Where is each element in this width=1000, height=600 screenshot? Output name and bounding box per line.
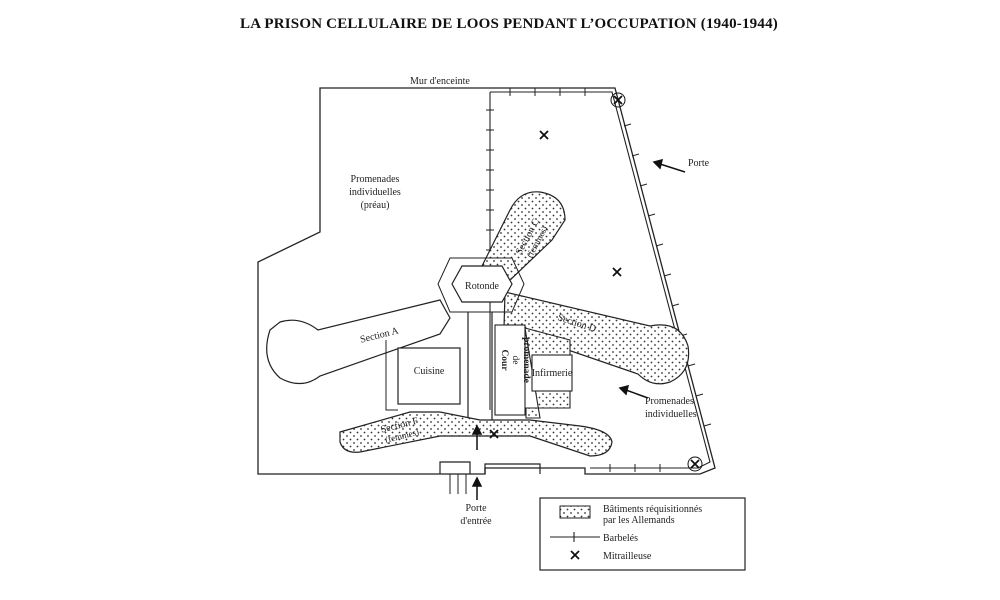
entrance-gate-posts <box>449 474 467 494</box>
rotunda-ring <box>437 257 525 313</box>
arrow-icons <box>471 158 686 500</box>
entrance-label-2: d'entrée <box>460 516 492 527</box>
section-a-wing <box>266 299 451 385</box>
legend-requisitioned-label-2: par les Allemands <box>603 515 675 526</box>
section-c-wing <box>479 191 566 283</box>
legend-machine-gun-icon <box>570 550 580 560</box>
corner-tower-se <box>687 456 703 472</box>
legend-requisitioned-label-1: Bâtiments réquisitionnés <box>603 504 702 515</box>
gate-label: Porte <box>688 158 710 169</box>
section-d-wing <box>503 291 690 385</box>
corner-tower-ne <box>610 92 626 108</box>
rotunda <box>451 265 513 303</box>
legend-requisitioned-swatch <box>559 505 591 519</box>
map-title: LA PRISON CELLULAIRE DE LOOS PENDANT L’O… <box>240 16 778 32</box>
yard-label-1: Cour <box>499 349 509 371</box>
right-yards-label-1: Promenades <box>645 396 694 407</box>
left-yards-label-3: (préau) <box>361 200 390 211</box>
machine-gun-icons <box>489 95 700 469</box>
legend-machine-gun-label: Mitrailleuse <box>603 551 652 562</box>
enclosure-wall <box>257 87 716 475</box>
left-yards-label-2: individuelles <box>349 187 401 198</box>
entrance-buildings <box>439 461 541 474</box>
legend: Bâtiments réquisitionnés par les Alleman… <box>539 497 746 571</box>
left-yards-label-1: Promenades <box>351 174 400 185</box>
promenade-yard <box>494 324 526 416</box>
prison-plan: Mur d'enceinte Promenades individuelles … <box>257 76 746 571</box>
right-yards-label-2: individuelles <box>645 409 697 420</box>
map-page: LA PRISON CELLULAIRE DE LOOS PENDANT L’O… <box>240 0 778 600</box>
yard-label-3: promenade <box>521 337 531 383</box>
rotunda-label: Rotonde <box>465 281 499 292</box>
central-corridor <box>467 312 493 420</box>
entrance-label-1: Porte <box>465 503 487 514</box>
kitchen-building <box>397 347 461 405</box>
enclosure-wall-label: Mur d'enceinte <box>410 76 470 87</box>
yard-label-2: de <box>510 356 520 365</box>
infirmary-label: Infirmerie <box>532 368 573 379</box>
legend-barbed-wire-label: Barbelés <box>603 533 638 544</box>
kitchen-label: Cuisine <box>414 366 445 377</box>
